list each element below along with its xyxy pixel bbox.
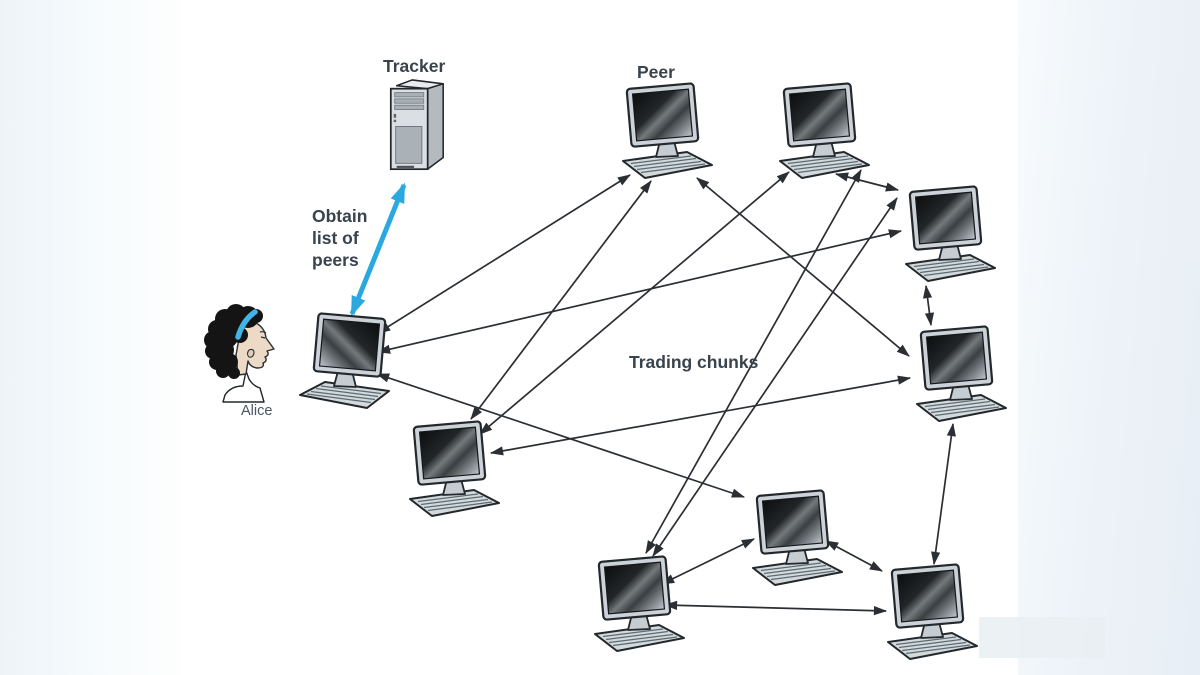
watermark-box (979, 617, 1105, 658)
background-left-band (0, 0, 181, 675)
edge-bottom-middle-bottom-right (825, 540, 883, 572)
edge-alice-peer-top-left (377, 174, 631, 334)
peer-right-upper (904, 185, 997, 283)
edge-right-mid-bottom-right (931, 422, 956, 566)
peer-label: Peer (637, 62, 675, 82)
trading-chunks-label: Trading chunks (629, 352, 759, 372)
edge-right-upper-bottom-left (652, 197, 898, 557)
edge-alice-peer-right-upper (376, 229, 903, 354)
tracker-label: Tracker (383, 56, 446, 76)
peer-bottom-left (593, 555, 686, 653)
peer-right-mid (915, 325, 1008, 423)
alice-person (204, 304, 274, 402)
peer-top-right (778, 82, 871, 180)
edge-bottom-left-bottom-middle (661, 538, 755, 585)
edge-top-left-mid-left (470, 180, 652, 420)
edge-top-right-right-upper (834, 172, 900, 192)
edges-layer (349, 169, 956, 616)
background-right-band (1018, 0, 1200, 675)
tracker-server (389, 79, 445, 171)
edge-top-left-right-mid (696, 177, 910, 357)
alice-label: Alice (241, 403, 273, 419)
edge-bottom-left-bottom-right (663, 600, 888, 616)
edge-right-upper-right-mid (922, 284, 935, 327)
edge-mid-left-right-mid (489, 375, 912, 456)
edge-mid-left-top-right (479, 171, 790, 435)
alice-computer (298, 312, 391, 410)
peer-bottom-middle (751, 489, 844, 587)
peer-mid-left (408, 420, 501, 518)
peer-bottom-right (886, 563, 979, 661)
peer-top-left (621, 82, 714, 180)
nodes-layer (204, 79, 1008, 661)
obtain-list-of-peers-label: Obtain list of peers (312, 206, 368, 270)
